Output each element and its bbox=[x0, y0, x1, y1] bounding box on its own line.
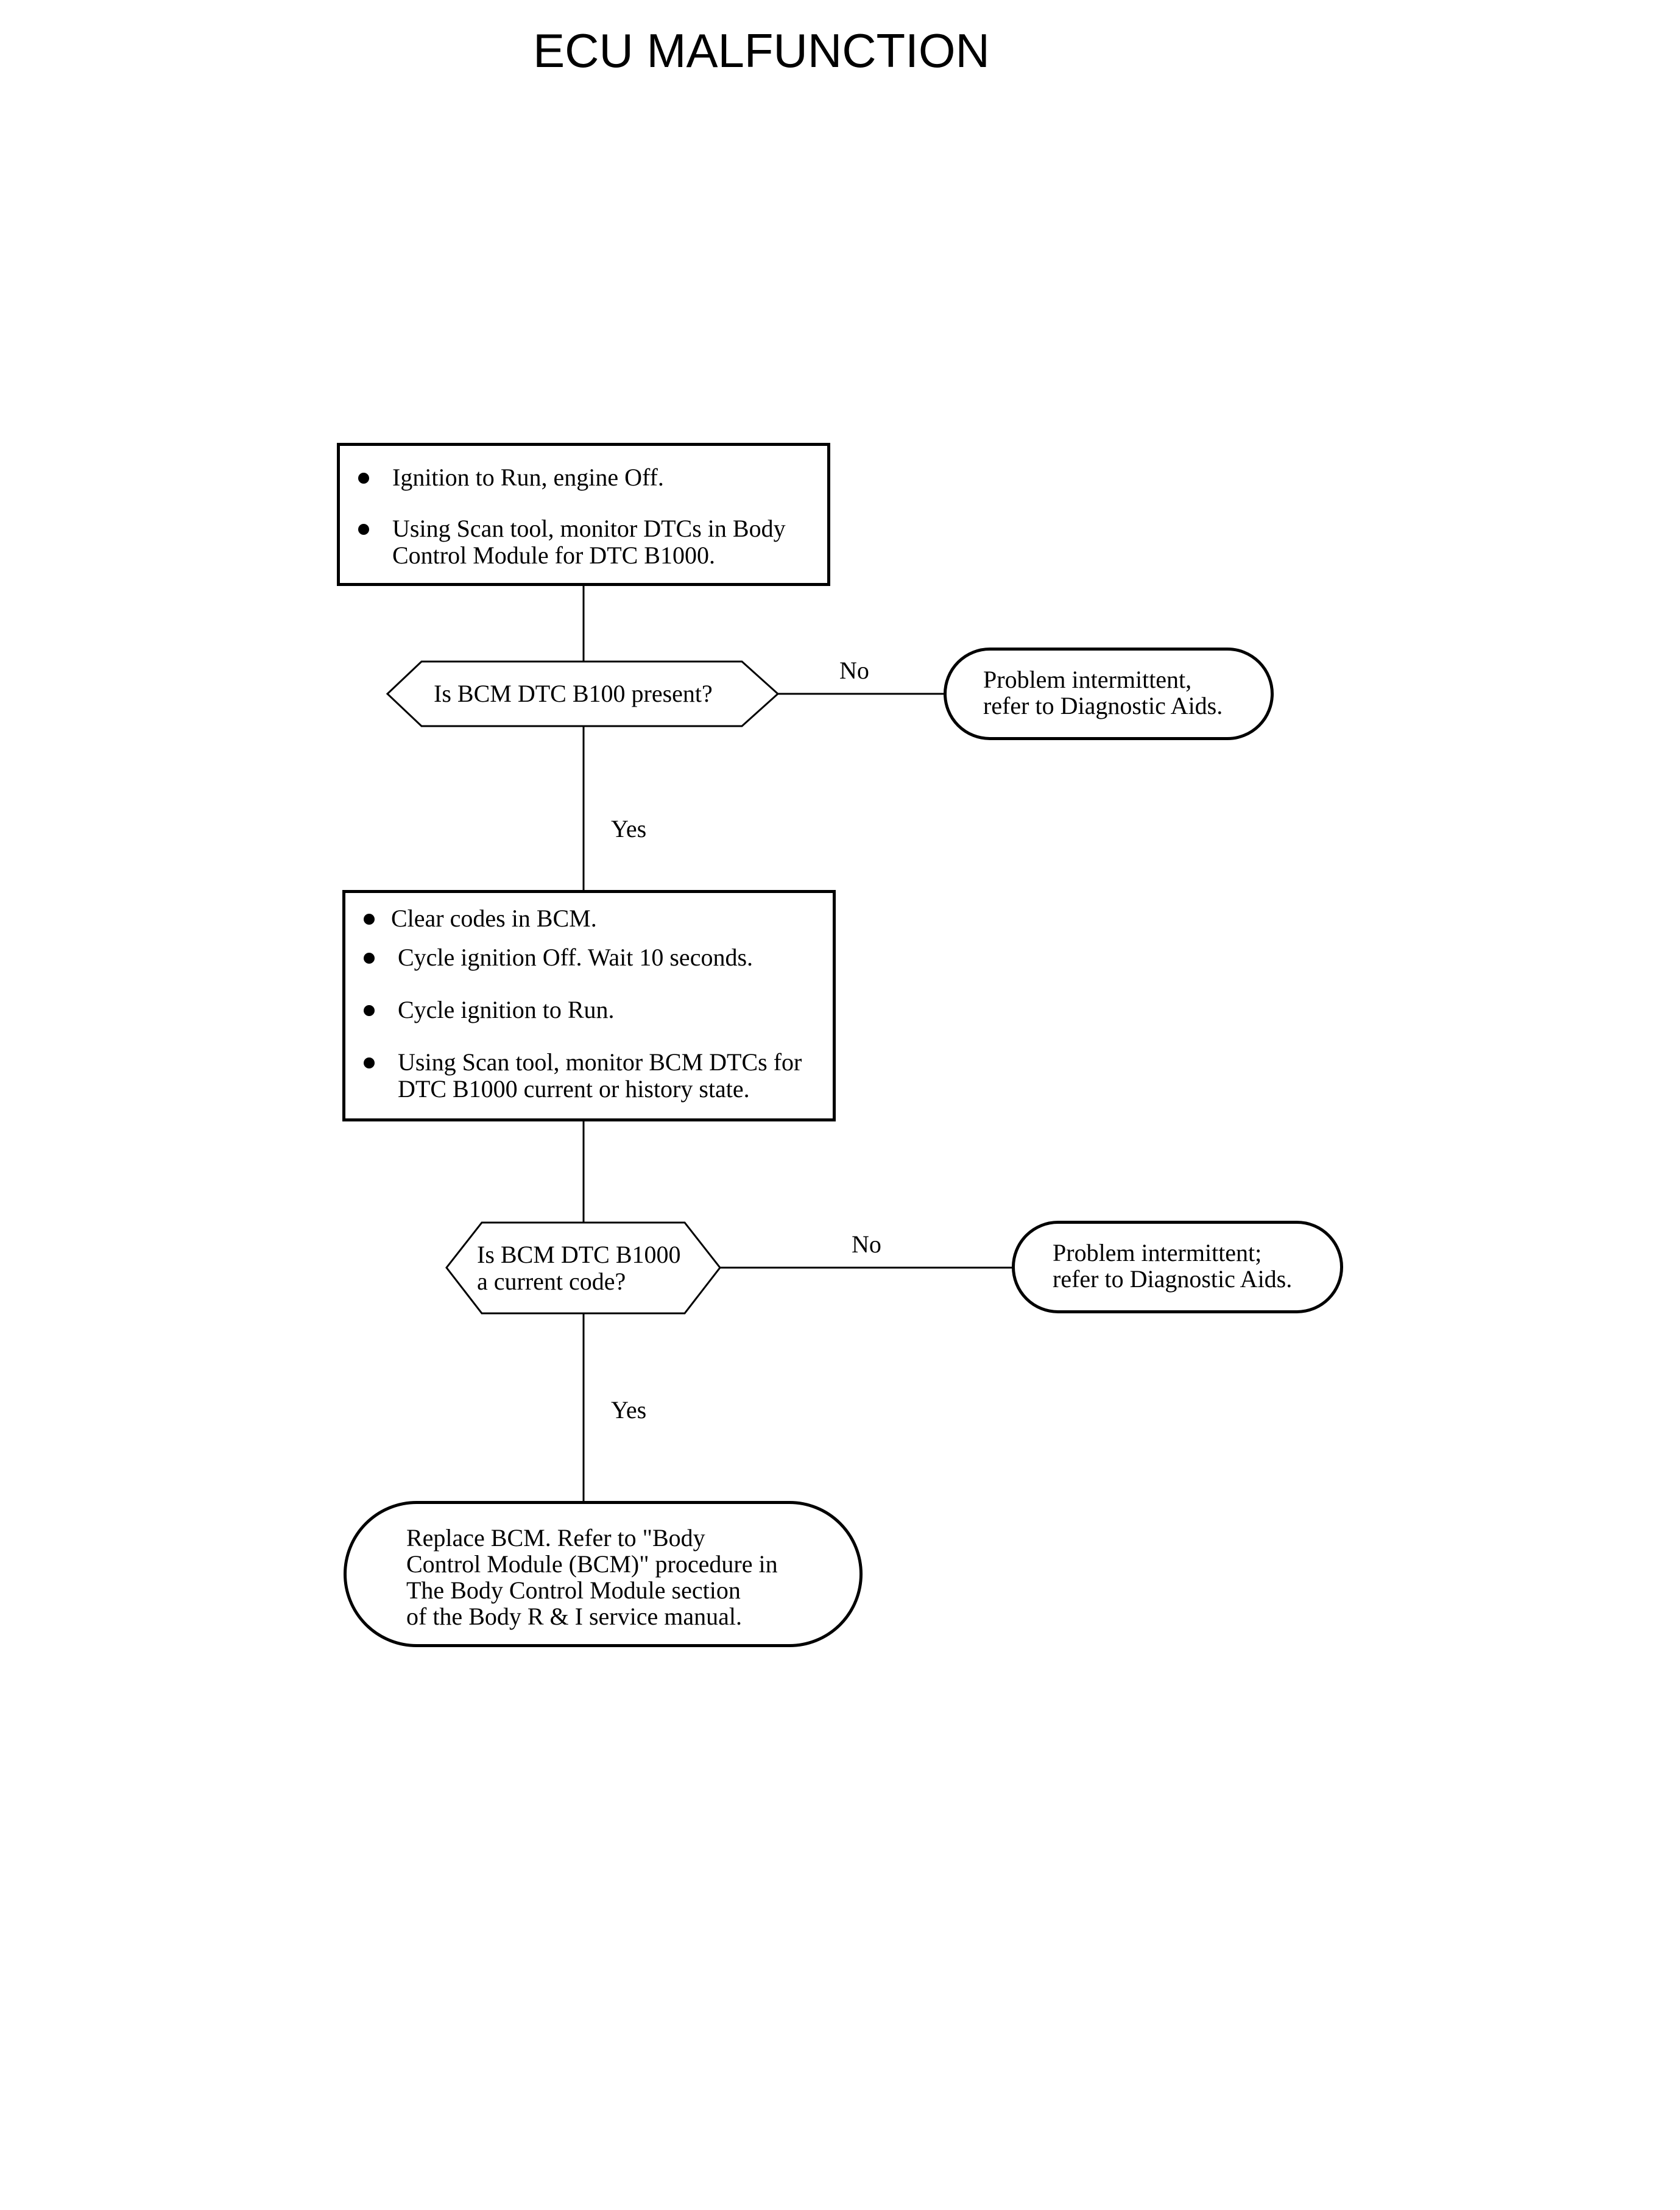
step2-bullet: Cycle ignition to Run. bbox=[345, 997, 833, 1023]
decision2-question: Is BCM DTC B1000 a current code? bbox=[477, 1241, 681, 1295]
decision1-question: Is BCM DTC B100 present? bbox=[434, 680, 713, 707]
decision1-hexagon bbox=[386, 660, 780, 727]
decision1-yes-label: Yes bbox=[611, 815, 647, 842]
decision1-no-label: No bbox=[839, 657, 869, 684]
terminal-replace-bcm: Replace BCM. Refer to "Body Control Modu… bbox=[344, 1501, 863, 1647]
step2-bullet: Using Scan tool, monitor BCM DTCs for DT… bbox=[345, 1049, 833, 1103]
decision2-no-label: No bbox=[852, 1230, 881, 1258]
decision2-yes-label: Yes bbox=[611, 1396, 647, 1424]
page-title: ECU MALFUNCTION bbox=[533, 24, 990, 77]
step2-bullet: Clear codes in BCM. bbox=[345, 905, 833, 932]
process-box-step2: Clear codes in BCM. Cycle ignition Off. … bbox=[342, 890, 836, 1121]
decision2-hexagon bbox=[445, 1221, 721, 1315]
step1-bullet: Ignition to Run, engine Off. bbox=[340, 464, 827, 491]
step1-bullet: Using Scan tool, monitor DTCs in Body Co… bbox=[340, 515, 827, 569]
terminal-intermittent-1: Problem intermittent, refer to Diagnosti… bbox=[944, 648, 1274, 740]
process-box-step1: Ignition to Run, engine Off. Using Scan … bbox=[337, 443, 830, 586]
terminal-intermittent-2: Problem intermittent; refer to Diagnosti… bbox=[1012, 1221, 1343, 1313]
step2-bullet: Cycle ignition Off. Wait 10 seconds. bbox=[345, 944, 833, 971]
